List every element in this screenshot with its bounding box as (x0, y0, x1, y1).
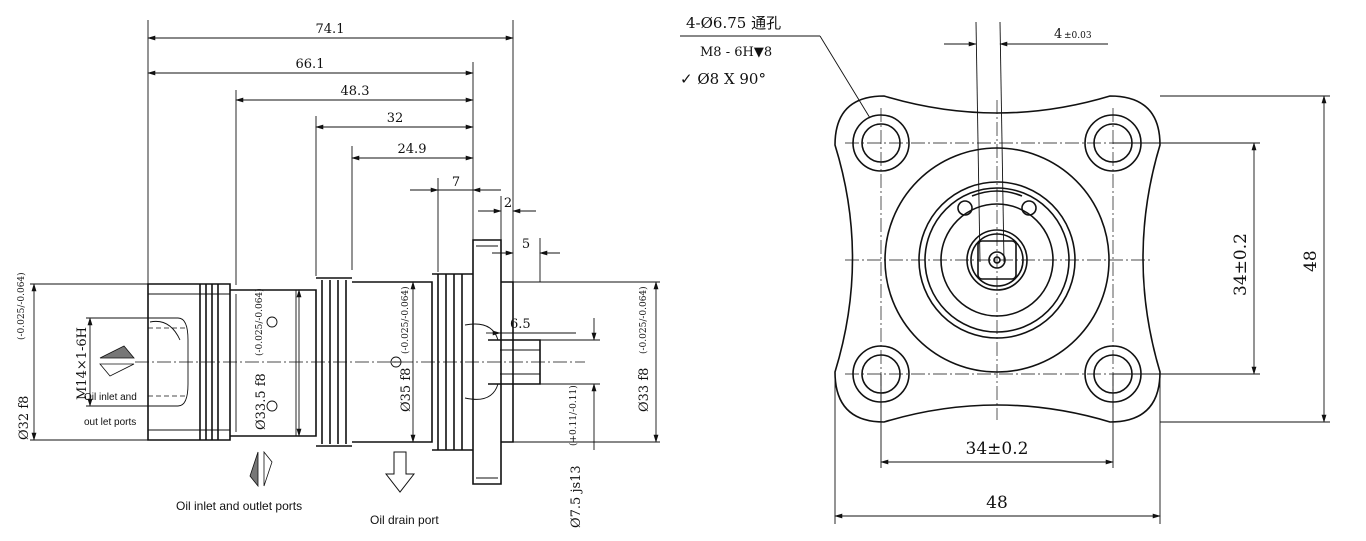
dim-spigot-6: 6.5 (510, 317, 531, 332)
cross-port-upper (266, 316, 278, 328)
dim-length-32: 32 (387, 111, 404, 126)
dim-flange-7: 7 (452, 175, 460, 190)
side-view: 74.1 66.1 48.3 32 24.9 7 2 5 6.5 (16, 20, 660, 528)
body-left-cylinder (147, 283, 231, 441)
dia-33-tol: (-0.025/-0.064) (638, 286, 649, 354)
dia-32-tol: (-0.025/-0.064) (16, 272, 27, 340)
flange-height-dim: 48 (1301, 250, 1321, 272)
spigot (501, 281, 514, 443)
key-width-tol: ±0.03 (1064, 31, 1092, 41)
dia-35-label: Ø35 f8 (399, 368, 414, 412)
bolt-pitch-vertical: 34±0.2 (1231, 233, 1251, 296)
dia-7-5-tol: (+0.11/-0.11) (568, 385, 579, 446)
dim-length-66: 66.1 (296, 57, 325, 72)
body-outer-circle (884, 147, 1110, 373)
dim-spigot-5: 5 (522, 237, 530, 252)
drain-arrow-icon (384, 451, 416, 493)
drain-port-label: Oil drain port (370, 513, 439, 527)
dim-length-48: 48.3 (341, 84, 370, 99)
dia-33-5-label: Ø33.5 f8 (254, 373, 269, 430)
dia-33-5-tol: (-0.025/-0.064) (254, 288, 265, 356)
body-middle-section (230, 289, 317, 437)
dia-35-tol: (-0.025/-0.064) (400, 286, 411, 354)
bidirectional-flow-arrow-icon (99, 345, 135, 377)
shaft-stub (488, 339, 541, 385)
port-label-line2: out let ports (84, 417, 136, 428)
hole-callout-line1: 4-Ø6.75 通孔 (686, 14, 781, 32)
thread-label: M14×1-6H (75, 327, 90, 400)
dim-flange-2: 2 (504, 196, 512, 211)
front-view: 4-Ø6.75 通孔 M8 - 6H▼8 ✓ Ø8 X 90° 4 ±0.03 (680, 14, 1330, 524)
port-label-line1: Oil inlet and (84, 392, 137, 403)
flange-outline (834, 95, 1161, 423)
dia-7-5-label: Ø7.5 js13 (569, 465, 584, 528)
bidirectional-flow-arrow-icon (249, 450, 273, 488)
dim-length-24: 24.9 (398, 142, 427, 157)
flange-width-dim: 48 (986, 493, 1008, 513)
shaft-square (977, 240, 1017, 280)
dim-overall-length: 74.1 (316, 22, 345, 37)
dia-32-label: Ø32 f8 (17, 396, 32, 440)
dia-33-label: Ø33 f8 (637, 368, 652, 412)
countersink-symbol-icon: ✓ Ø8 X 90° (680, 70, 766, 88)
hole-callout-line2: M8 - 6H▼8 (700, 45, 772, 60)
cross-port-lower (266, 400, 278, 412)
body-right-section (352, 281, 433, 443)
inlet-outlet-label: Oil inlet and outlet ports (176, 499, 302, 513)
key-width-dim: 4 (1054, 27, 1062, 42)
drain-hole (390, 356, 402, 368)
bolt-pitch-horizontal: 34±0.2 (966, 439, 1029, 459)
thread-bore (148, 317, 189, 407)
mounting-flange (472, 239, 502, 485)
